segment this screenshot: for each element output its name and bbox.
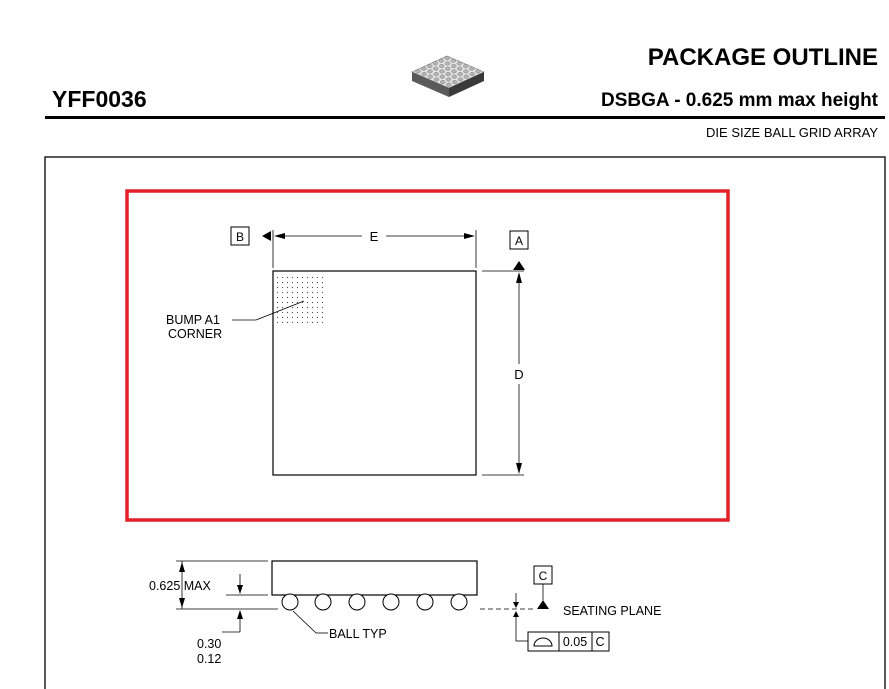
ball-height-max: 0.30 — [197, 637, 221, 651]
package-subtitle: DSBGA - 0.625 mm max height — [601, 90, 878, 111]
tolerance-datum: C — [595, 635, 604, 649]
flatness-symbol-icon — [533, 637, 553, 647]
icon-ball — [427, 69, 433, 74]
datum-c-label: C — [539, 569, 548, 583]
top-view: E B D A BUMP A1 CORNER — [166, 226, 529, 476]
icon-ball — [457, 66, 463, 71]
e-arrow-right — [464, 233, 475, 239]
height-arrow-top — [179, 562, 185, 572]
package-body — [271, 560, 478, 596]
icon-ball — [415, 69, 421, 74]
solder-ball — [314, 593, 332, 611]
coplanarity-arrow-top — [513, 602, 519, 608]
package-3d-icon — [411, 55, 485, 97]
icon-ball — [444, 56, 450, 61]
d-arrow-bottom — [516, 463, 522, 474]
icon-ball — [445, 77, 452, 82]
solder-ball — [382, 593, 400, 611]
icon-ball — [439, 74, 445, 79]
ball-arrow-top — [237, 585, 243, 594]
icon-ball — [433, 66, 439, 71]
datum-c-marker — [537, 600, 549, 609]
datum-a-box — [509, 230, 529, 250]
seating-plane-label: SEATING PLANE — [563, 604, 661, 618]
icon-ball — [432, 61, 439, 66]
icon-ball — [446, 82, 452, 87]
icon-ball — [433, 77, 440, 82]
icon-ball — [451, 64, 457, 69]
e-arrow-left — [274, 233, 285, 239]
ball-typ-leader — [292, 610, 317, 634]
dim-e-label: E — [370, 229, 379, 244]
icon-ball — [445, 66, 451, 71]
icon-ball — [427, 74, 433, 79]
icon-ball — [444, 61, 451, 66]
bump-a1-leader — [255, 300, 305, 321]
height-arrow-bottom — [179, 598, 185, 608]
tolerance-value: 0.05 — [563, 635, 587, 649]
d-arrow-top — [516, 272, 522, 283]
icon-ball — [445, 72, 451, 77]
icon-ball — [451, 74, 457, 79]
icon-ball — [439, 69, 445, 74]
datum-b-label: B — [236, 230, 244, 244]
bump-a1-label: BUMP A1 — [166, 313, 220, 327]
icon-ball — [433, 72, 439, 77]
datum-b-marker — [262, 231, 271, 241]
icon-ball — [456, 61, 463, 66]
bump-a1-corner-label: CORNER — [168, 327, 222, 341]
max-height-label: 0.625 MAX — [149, 579, 212, 593]
solder-ball — [348, 593, 366, 611]
icon-ball — [469, 66, 475, 71]
dim-d-label: D — [514, 367, 523, 382]
part-number: YFF0036 — [52, 86, 147, 112]
datum-b-box — [230, 226, 250, 246]
highlight-box — [125, 189, 730, 522]
solder-ball — [281, 593, 299, 611]
icon-ball — [451, 69, 457, 74]
icon-ball — [421, 66, 427, 71]
solder-ball — [416, 593, 434, 611]
bump-a1-pattern — [276, 274, 325, 323]
ball-height-min: 0.12 — [197, 652, 221, 666]
side-view: 0.625 MAX 0.30 0.12 BALL TYP C SEATING P… — [149, 560, 661, 666]
icon-ball — [463, 69, 469, 74]
icon-ball — [463, 74, 469, 79]
icon-ball — [457, 72, 463, 77]
package-description: DIE SIZE BALL GRID ARRAY — [706, 125, 878, 140]
datum-a-marker — [513, 261, 525, 270]
icon-ball — [438, 58, 444, 63]
ball-typ-label: BALL TYP — [329, 627, 387, 641]
ball-arrow-bottom — [237, 610, 243, 619]
header-rule — [45, 116, 885, 119]
icon-ball — [440, 80, 446, 85]
icon-ball — [463, 64, 469, 69]
drawing-frame — [44, 156, 886, 689]
solder-ball — [450, 593, 468, 611]
icon-ball — [421, 72, 427, 77]
icon-ball — [457, 77, 464, 82]
datum-a-label: A — [515, 234, 523, 248]
icon-ball — [450, 58, 456, 63]
icon-ball — [475, 69, 481, 74]
icon-ball — [427, 64, 433, 69]
package-outline-title: PACKAGE OUTLINE — [647, 44, 878, 71]
icon-ball — [439, 64, 445, 69]
coplanarity-arrow-bottom — [513, 611, 519, 617]
icon-ball — [469, 72, 475, 77]
icon-ball — [452, 80, 458, 85]
